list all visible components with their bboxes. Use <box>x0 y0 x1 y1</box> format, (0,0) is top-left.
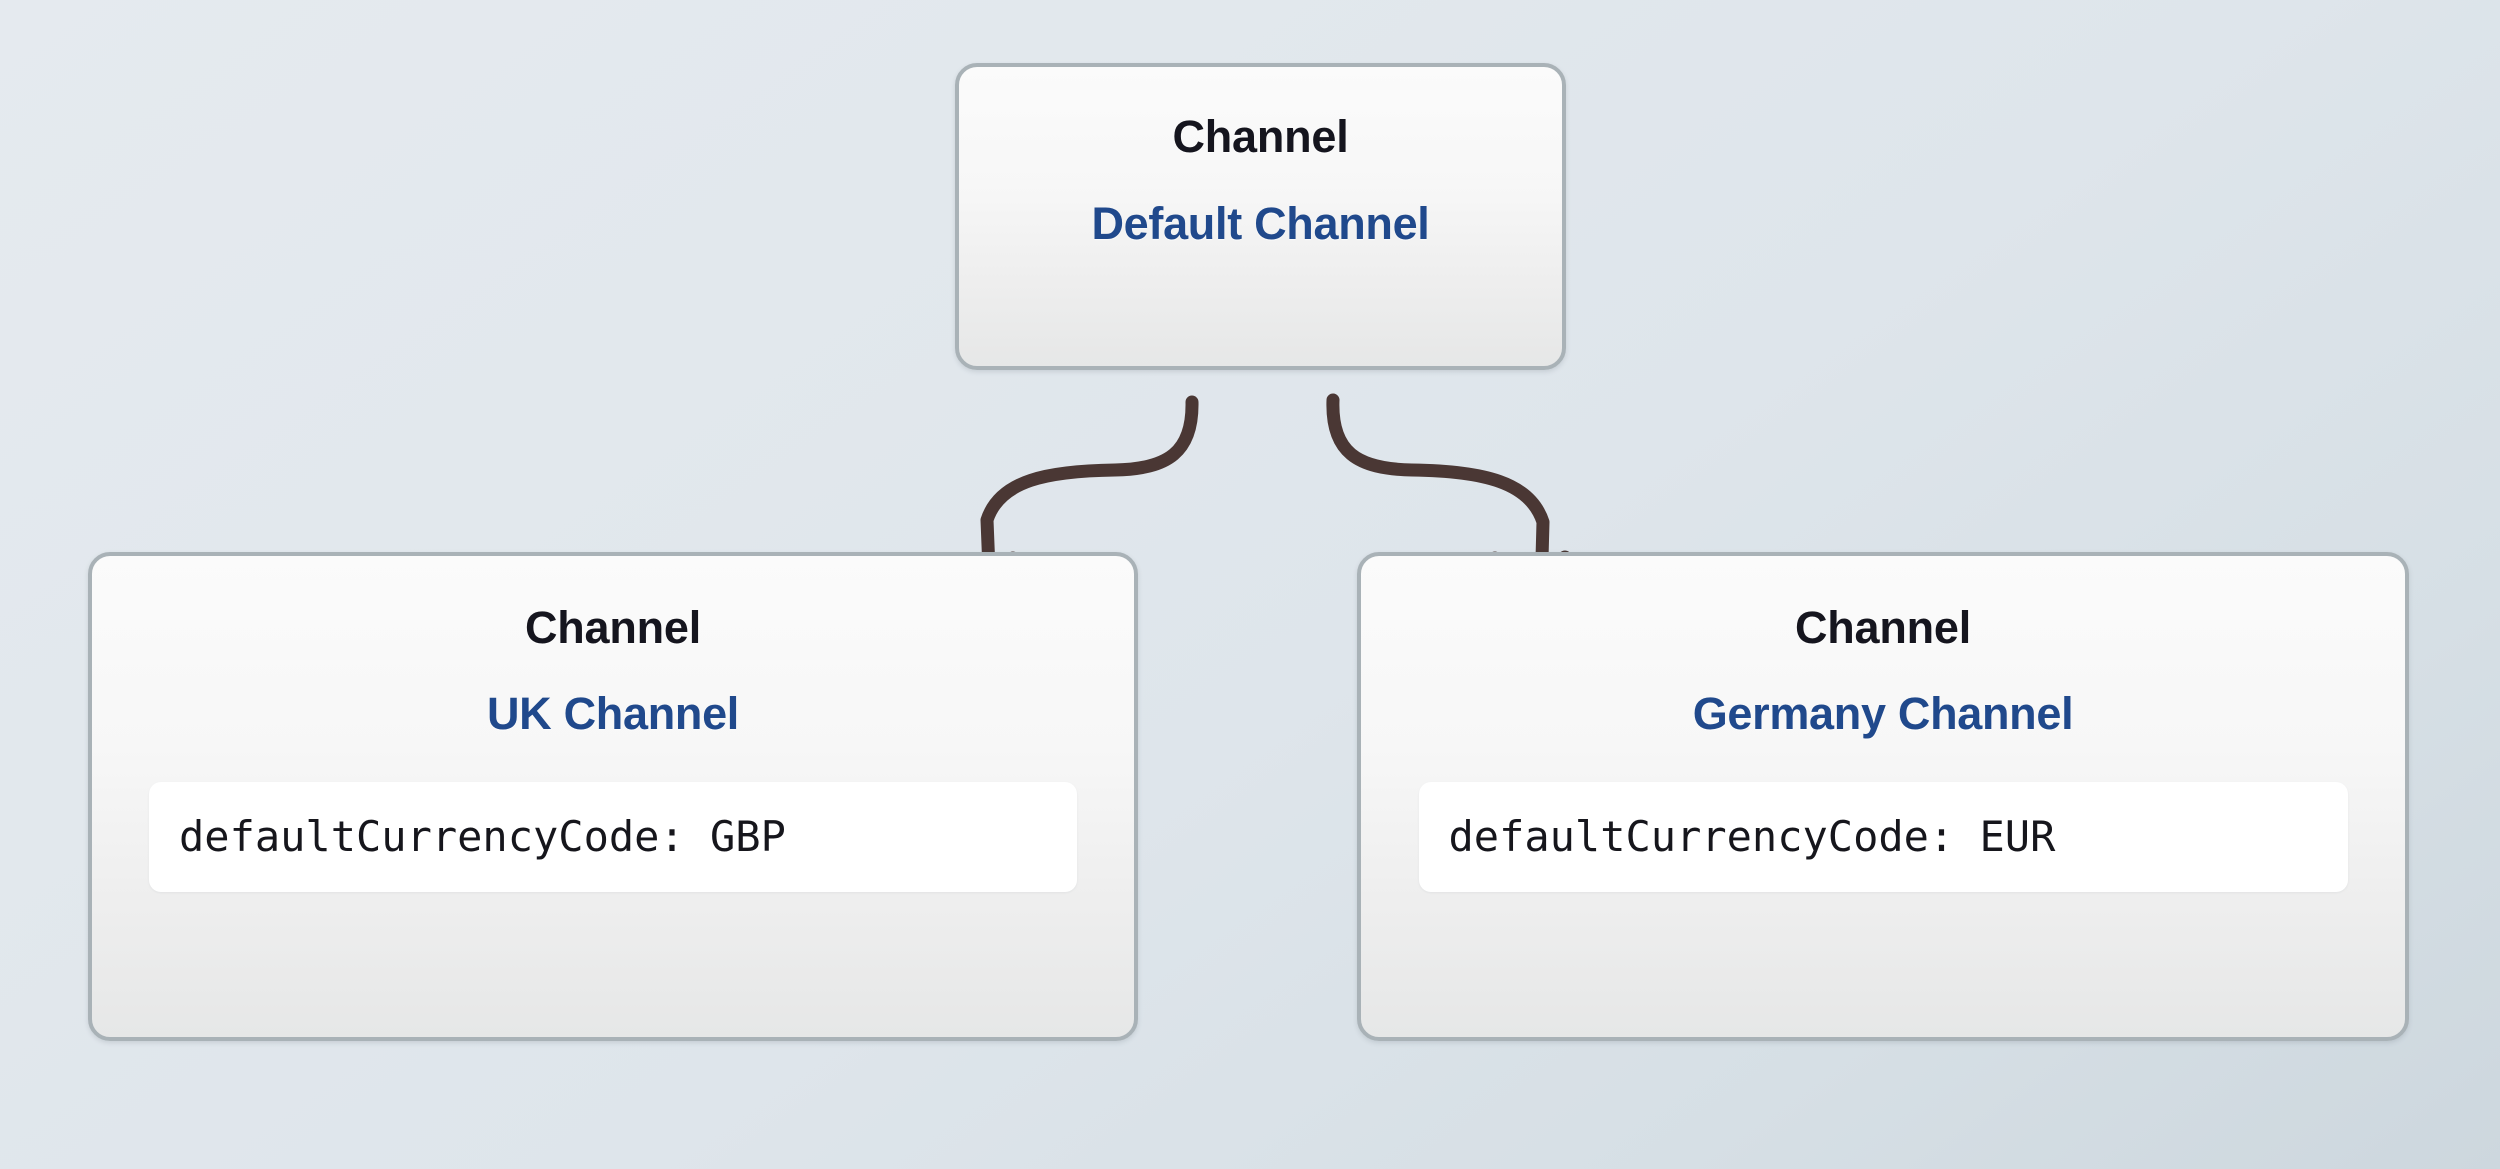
node-default-channel[interactable]: Channel Default Channel <box>955 63 1566 370</box>
node-type-label: Channel <box>524 602 702 653</box>
property-default-currency-code: defaultCurrencyCode: GBP <box>179 812 786 861</box>
node-type-label: Channel <box>1172 111 1349 162</box>
node-type-label: Channel <box>1794 602 1972 653</box>
property-box: defaultCurrencyCode: EUR <box>1418 782 2348 892</box>
node-germany-channel[interactable]: Channel Germany Channel defaultCurrencyC… <box>1357 552 2409 1041</box>
node-uk-channel[interactable]: Channel UK Channel defaultCurrencyCode: … <box>88 552 1138 1041</box>
node-name-label: Germany Channel <box>1692 688 2074 739</box>
node-name-label: UK Channel <box>486 688 739 739</box>
property-default-currency-code: defaultCurrencyCode: EUR <box>1448 812 2056 861</box>
node-name-label: Default Channel <box>1091 198 1430 249</box>
property-box: defaultCurrencyCode: GBP <box>149 782 1077 892</box>
